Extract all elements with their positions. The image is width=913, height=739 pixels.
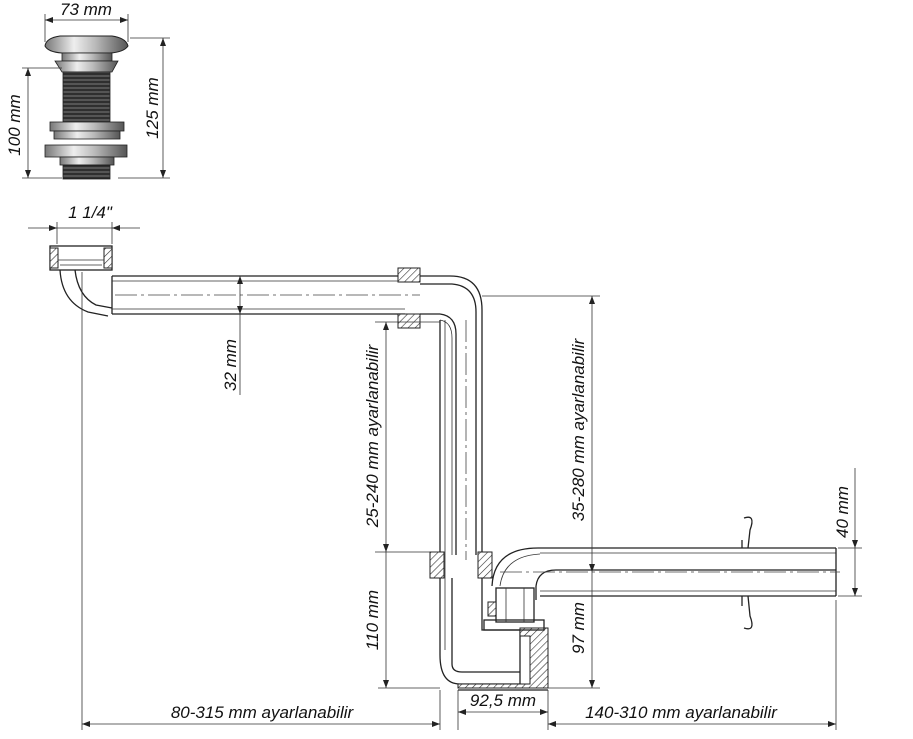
valve-width-dimension: 73 mm <box>44 0 129 42</box>
outlet-offset-label: 97 mm <box>569 602 588 654</box>
bottom-dimensions: 80-315 mm ayarlanabilir 92,5 mm 140-310 … <box>81 272 837 730</box>
trap-width-label: 92,5 mm <box>470 691 536 710</box>
trap-height-label: 110 mm <box>363 590 382 650</box>
outlet-height-label: 35-280 mm ayarlanabilir <box>569 337 588 521</box>
outlet-offset-dimension: 97 mm <box>548 572 600 689</box>
valve-total-height-dimension: 125 mm <box>118 37 170 179</box>
outlet-height-dimension: 35-280 mm ayarlanabilir <box>482 295 600 572</box>
vertical-adjust-dimension: 25-240 mm ayarlanabilir <box>363 321 440 553</box>
click-clack-valve <box>44 35 129 180</box>
thread-size-label: 1 1/4" <box>68 203 113 222</box>
pipe-diameter-dimension: 32 mm <box>221 276 243 395</box>
valve-width-label: 73 mm <box>60 0 112 19</box>
siphon-body <box>49 245 840 691</box>
pipe-diameter-label: 32 mm <box>221 339 240 391</box>
vertical-adjust-label: 25-240 mm ayarlanabilir <box>363 343 382 528</box>
thread-size-dimension: 1 1/4" <box>28 203 140 244</box>
valve-height-dimension: 100 mm <box>5 67 62 179</box>
outlet-diameter-label: 40 mm <box>833 486 852 538</box>
outlet-diameter-dimension: 40 mm <box>833 468 862 597</box>
horizontal-adjust-left-label: 80-315 mm ayarlanabilir <box>171 703 355 722</box>
trap-height-dimension: 110 mm <box>363 552 440 689</box>
valve-height-label: 100 mm <box>5 94 24 155</box>
horizontal-adjust-right-label: 140-310 mm ayarlanabilir <box>585 703 778 722</box>
valve-total-height-label: 125 mm <box>143 77 162 138</box>
